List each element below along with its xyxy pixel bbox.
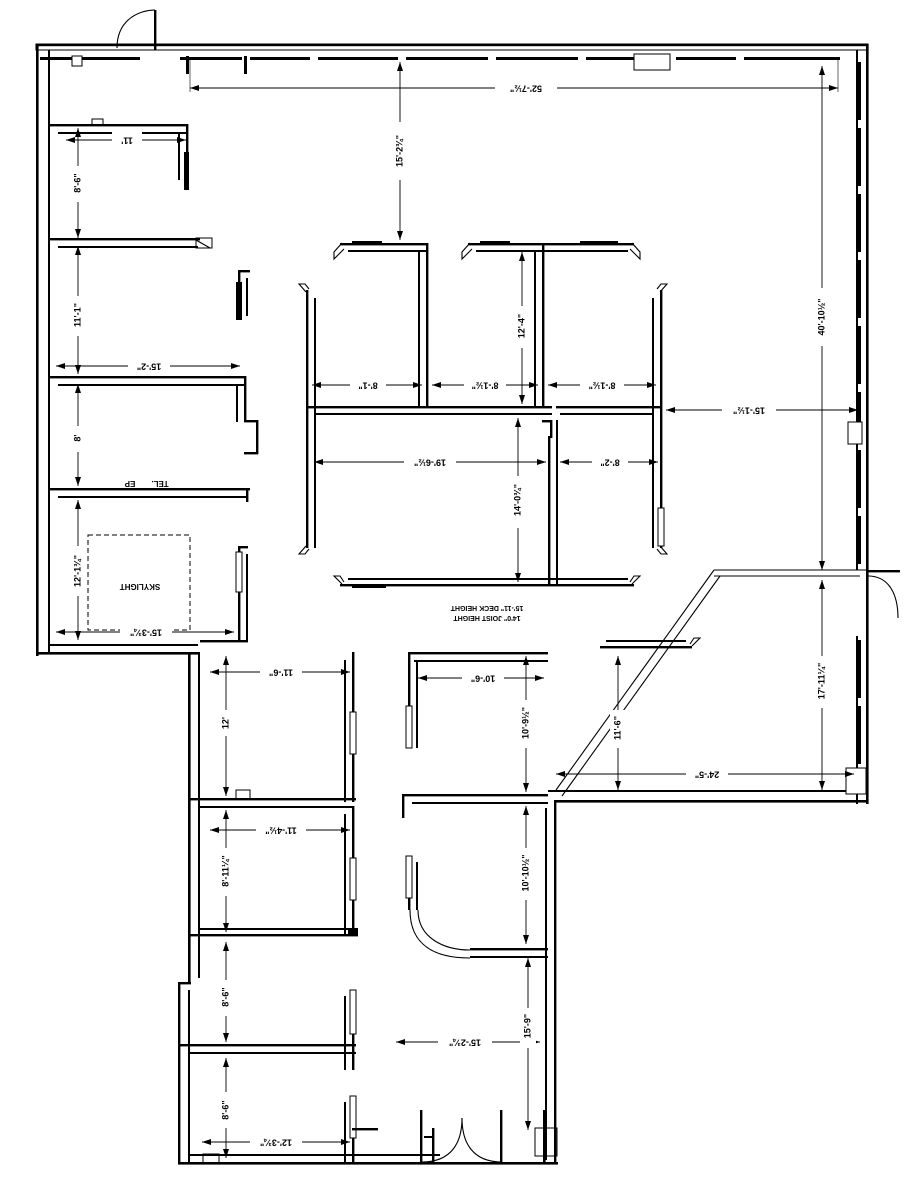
dim-center-lower-right-horizontal: 8'-2": [560, 454, 658, 470]
dim-center-room-c-horizontal: 8'-1½": [548, 377, 656, 393]
plan-text-labels: SKYLIGHT TEL. EP 14'0" JOIST HEIGHT 15'-…: [120, 479, 524, 621]
dim-center-lower-vertical: 14'-0¾": [510, 418, 526, 582]
dim-left-office2-horizontal: 15'-2": [56, 358, 240, 374]
entry-door-bottom: [420, 1110, 558, 1163]
deck-height-note: 15'-11" DECK HEIGHT: [450, 604, 523, 611]
dim-label: 11'-1": [72, 303, 82, 327]
dim-label: 10'-10½": [520, 855, 530, 892]
entry-door-top-left: [116, 9, 157, 50]
dim-label: 12'-4": [516, 314, 526, 338]
joist-height-note: 14'0" JOIST HEIGHT: [453, 614, 521, 621]
dim-left-office1-horizontal: 11': [66, 132, 186, 148]
dim-mid-left-room-vertical: 12': [218, 656, 234, 796]
dim-mid-left-room2-vertical: 8'-11¼": [218, 810, 234, 932]
dim-label: 8'-1½": [472, 381, 499, 391]
dim-center-room-b-horizontal: 8'-1½": [432, 377, 538, 393]
dim-label: 8'-11¼": [220, 855, 230, 886]
dimension-annotations: 52'-7½" 15'-2¾" 40'-10½" 15'-1½": [56, 60, 858, 1158]
interior-walls-lower-left: [180, 652, 378, 1164]
dim-label: 11'-6": [612, 716, 622, 740]
dim-center-lower-left-horizontal: 19'-6½": [314, 454, 546, 470]
dim-center-room-a-horizontal: 8'-1": [312, 377, 422, 393]
dim-right-lobby-horizontal: 24'-5": [556, 766, 854, 782]
dim-label: 15'-2¾": [449, 1038, 481, 1048]
dim-label: 40'-10½": [816, 299, 826, 336]
dim-label: 52'-7½": [510, 84, 542, 94]
dim-left-skylight-horizontal: 15'-3¾": [56, 624, 234, 640]
dim-label: 8'-1½": [589, 381, 616, 391]
dim-label: 8': [72, 434, 82, 441]
dim-label: 11'-4½": [265, 826, 296, 836]
tel-label: TEL.: [151, 479, 168, 488]
dim-label: 11'-6": [269, 668, 293, 678]
dim-mid-center-room-horizontal: 10'-6": [418, 670, 544, 686]
dim-label: 15'-3¾": [130, 628, 162, 638]
exterior-walls: [35, 9, 900, 1165]
dim-mid-center-room-vertical: 10'-9½": [518, 656, 534, 792]
angled-wall-right-lobby: [555, 569, 866, 797]
dim-left-skylight-vertical: 12'-1¾": [70, 500, 86, 640]
dim-label: 15'-2¾": [394, 135, 404, 167]
dim-mid-left-room2-horizontal: 11'-4½": [210, 822, 350, 838]
dim-label: 17'-11¼": [816, 663, 826, 699]
dim-lower-left-room-vertical: 8'-6": [218, 942, 234, 1042]
dim-right-upper-horizontal: 15'-1½": [666, 402, 858, 418]
exterior-door-right: [866, 570, 900, 619]
dim-mid-left-room-horizontal: 11'-6": [210, 664, 350, 680]
dim-mid-center-room2-vertical: 10'-10½": [518, 806, 534, 944]
dim-label: 12'-1¾": [72, 555, 82, 587]
dim-bottom-left-room-vertical: 8'-6": [218, 1058, 234, 1158]
dim-label: 10'-6": [471, 674, 495, 684]
dim-bottom-center-horizontal: 15'-2¾": [396, 1034, 540, 1050]
dim-left-office1-vertical: 8'-6": [70, 128, 86, 238]
dim-label: 8'-6": [72, 173, 82, 192]
dim-label: 15'-2": [137, 362, 161, 372]
dim-label: 19'-6½": [414, 458, 446, 468]
dim-right-overall-vertical: 40'-10½": [814, 66, 830, 570]
skylight-label: SKYLIGHT: [120, 582, 161, 591]
right-window-band: [845, 62, 867, 795]
dim-label: 15'-9": [522, 1014, 532, 1038]
dim-label: 15'-1½": [733, 406, 765, 416]
dim-left-office2-vertical: 11'-1": [70, 246, 86, 374]
dim-right-lobby-vertical: 11'-6": [610, 656, 626, 790]
dim-label: 8'-2": [600, 458, 619, 468]
dim-left-office3-vertical: 8': [70, 384, 86, 486]
dim-label: 14'-0¾": [512, 484, 522, 516]
dim-label: 12': [220, 717, 230, 729]
interior-walls-center: [297, 241, 669, 588]
dim-label: 24'-5": [695, 770, 719, 780]
ep-label: EP: [124, 479, 135, 488]
top-window-band: [40, 53, 840, 74]
dim-center-upper-vertical: 12'-4": [514, 252, 530, 404]
interior-walls-lower-center: [402, 652, 548, 1162]
dim-label: 10'-9½": [520, 707, 530, 739]
dim-label: 12'-3¾": [260, 1138, 292, 1148]
dim-label: 11': [121, 136, 133, 146]
dim-right-lower-vertical: 17'-11¼": [814, 580, 830, 790]
dim-bottom-center-vertical: 15'-9": [520, 958, 536, 1130]
dim-bottom-left-room-horizontal: 12'-3¾": [202, 1134, 350, 1150]
dim-label: 8'-6": [220, 1100, 230, 1119]
dim-top-overall-horizontal: 52'-7½": [189, 60, 839, 96]
dim-top-center-vertical: 15'-2¾": [392, 62, 408, 240]
dim-label: 8'-6": [220, 987, 230, 1006]
dim-label: 8'-1": [358, 381, 377, 391]
